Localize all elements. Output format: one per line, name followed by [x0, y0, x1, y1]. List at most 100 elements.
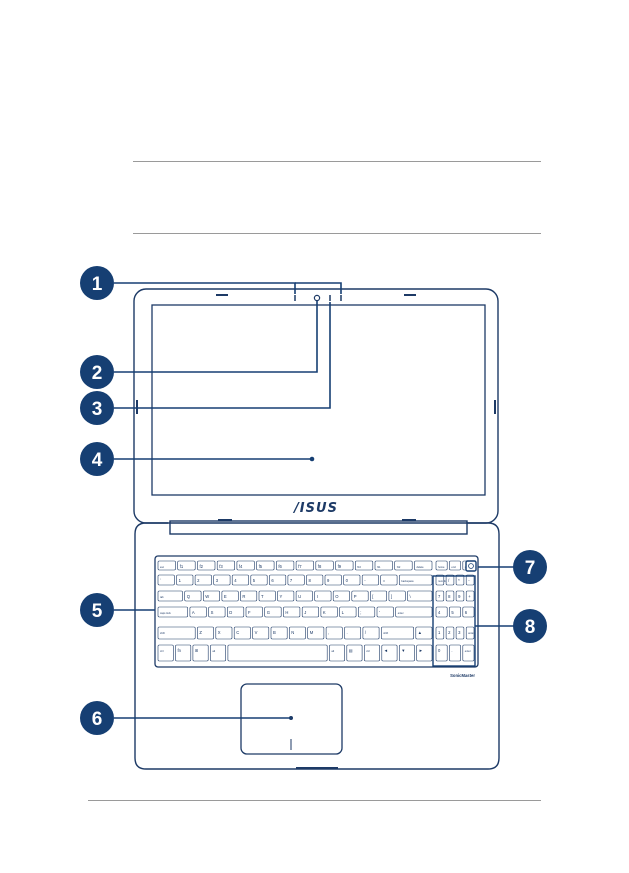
- keyboard-key: [445, 626, 455, 640]
- keyboard-key-label: 0: [438, 648, 441, 653]
- keyboard-key-label: 4: [438, 610, 441, 615]
- keyboard-key: [435, 644, 448, 662]
- callout-1: 1: [80, 266, 114, 300]
- keyboard-key: [416, 644, 433, 662]
- keyboard-key-label: enter: [465, 649, 471, 653]
- keyboard-key: [435, 590, 445, 602]
- keyboard-key: [157, 574, 175, 586]
- keyboard-key-label: 7: [290, 578, 293, 583]
- camera-icon: [313, 294, 321, 302]
- keyboard-key: [395, 606, 433, 618]
- keyboard-key: [157, 560, 176, 571]
- keyboard-key-label: \: [410, 594, 412, 599]
- keyboard-key-label: W: [205, 594, 209, 599]
- keyboard-key: [455, 574, 465, 586]
- callout-4: 4: [80, 442, 114, 476]
- keyboard-key: [227, 644, 328, 662]
- keyboard-key-label: f4: [239, 564, 243, 569]
- keyboard-key-label: 0: [346, 578, 349, 583]
- keyboard-key-label: 5: [451, 610, 454, 615]
- leader-line-3: [114, 302, 331, 409]
- keyboard-key-label: 7: [438, 594, 441, 599]
- keyboard-key: [435, 626, 445, 640]
- keyboard-key-label: 1: [179, 578, 182, 583]
- top-rule: [133, 161, 541, 162]
- keyboard-key-label: 9: [458, 594, 461, 599]
- keyboard-key: [213, 574, 231, 586]
- keyboard-key-label: [: [372, 594, 374, 599]
- keyboard-key-label: f5: [259, 564, 263, 569]
- keyboard-key-label: ▲: [418, 630, 422, 635]
- keyboard-key: [189, 606, 207, 618]
- keyboard-key: [398, 574, 433, 586]
- keyboard-key: [250, 574, 268, 586]
- keyboard-key: [445, 574, 455, 586]
- keyboard-key-label: home: [438, 565, 445, 569]
- keyboard-key: [455, 626, 465, 640]
- svg-text:5: 5: [92, 601, 103, 622]
- keyboard-key: [380, 574, 398, 586]
- keyboard-key: [455, 590, 465, 602]
- keyboard-key: [465, 626, 475, 640]
- keyboard-key-label: num lk: [438, 579, 446, 583]
- keyboard-key: [335, 560, 354, 571]
- keyboard-key: [435, 606, 448, 618]
- keyboard-key: [269, 574, 287, 586]
- keyboard-key-label: N: [291, 630, 294, 635]
- svg-text:3: 3: [92, 399, 103, 420]
- keyboard-key: [210, 644, 226, 662]
- numpad-bracket: [432, 575, 476, 667]
- keyboard-key-label: +: [468, 594, 471, 599]
- keyboard-key: [351, 590, 369, 602]
- keyboard-key: [177, 560, 196, 571]
- keyboard-key: [324, 574, 342, 586]
- keyboard-key-label: V: [255, 630, 258, 635]
- keyboard-key-label: f12: [397, 565, 401, 569]
- keyboard-key: [252, 626, 270, 640]
- keyboard-key: [157, 606, 189, 618]
- keyboard-key: [256, 560, 275, 571]
- keyboard-key: [287, 574, 305, 586]
- keyboard-key-label: ◄: [384, 648, 388, 653]
- keyboard-key: [394, 560, 413, 571]
- keyboard-key: [208, 606, 226, 618]
- keyboard-key-label: f10: [357, 565, 361, 569]
- callout-7: 7: [513, 550, 547, 584]
- keyboard-key: [276, 560, 295, 571]
- keyboard-key-label: end: [451, 565, 456, 569]
- keyboard-key-label: C: [236, 630, 239, 635]
- keyboard-key: [369, 590, 387, 602]
- keyboard-key: [449, 560, 461, 571]
- keyboard-key-label: f9: [338, 564, 342, 569]
- keyboard-key-label: 1: [438, 630, 441, 635]
- keyboard-key: [462, 644, 475, 662]
- keyboard-key-label: backspace: [401, 579, 414, 583]
- keyboard-key-label: esc: [160, 566, 165, 569]
- keyboard-key-label: -: [468, 578, 470, 583]
- keyboard-key-label: K: [323, 610, 326, 615]
- keyboard-key-label: U: [298, 594, 301, 599]
- keyboard-key: [194, 574, 212, 586]
- keyboard-key-label: alt: [331, 649, 334, 653]
- keyboard-key-label: /: [365, 630, 367, 635]
- keyboard-key: [270, 626, 288, 640]
- keyboard-key-label: f7: [298, 564, 302, 569]
- keyboard-key: [320, 606, 338, 618]
- webcam-dot: [309, 456, 315, 462]
- keyboard-key: [175, 644, 192, 662]
- keyboard-key: [332, 590, 350, 602]
- keyboard-key: [295, 590, 313, 602]
- keyboard-key-label: enter: [468, 631, 474, 635]
- keyboard-key: [314, 590, 332, 602]
- keyboard-key-label: ▤: [349, 648, 353, 653]
- keyboard-key: [435, 560, 448, 571]
- keyboard-key: [277, 590, 295, 602]
- keyboard-key: [192, 644, 209, 662]
- keyboard-key-label: -: [364, 578, 366, 583]
- callout-3: 3: [80, 391, 114, 425]
- keyboard-key-label: Q: [187, 594, 191, 599]
- power-button: [465, 560, 477, 572]
- keyboard-key-label: F: [248, 610, 251, 615]
- keyboard-key: [216, 560, 235, 571]
